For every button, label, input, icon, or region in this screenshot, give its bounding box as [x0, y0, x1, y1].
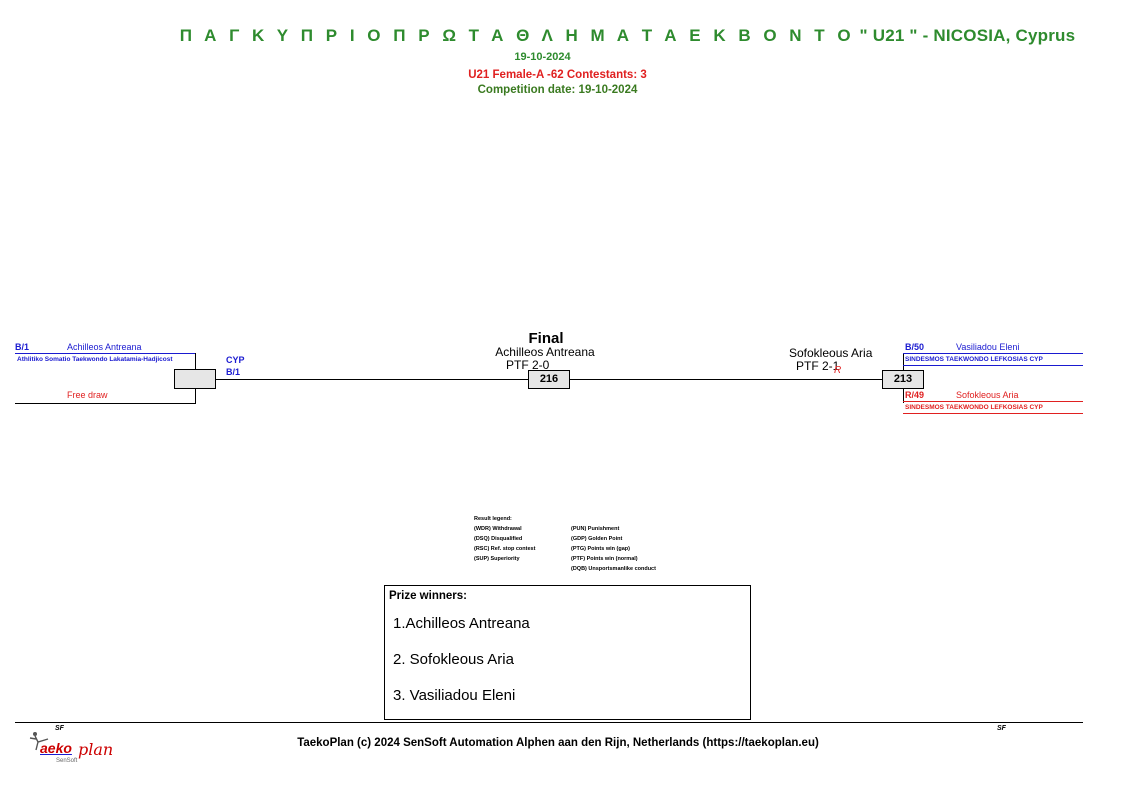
semi-mark: R [834, 365, 842, 376]
legend-item: (WDR) Withdrawal [474, 526, 522, 532]
legend-item: (PUN) Punishment [571, 526, 620, 532]
legend-item: (GDP) Golden Point [571, 536, 623, 542]
free-draw-label: Free draw [67, 390, 108, 400]
left-winner-seed: B/1 [226, 367, 241, 377]
legend-title: Result legend: [474, 516, 512, 522]
right-blue-club: SINDESMOS TAEKWONDO LEFKOSIAS CYP [905, 356, 1043, 363]
left-lower-line [15, 403, 196, 404]
kicker-icon [29, 732, 49, 751]
footer-right-tag: SF [997, 725, 1006, 732]
title-greek: Π Α Γ Κ Υ Π Ρ Ι Ο Π Ρ Ω Τ Α Θ Λ Η Μ Α Τ … [179, 26, 855, 45]
left-name: Achilleos Antreana [67, 342, 142, 352]
prize-second: 2. Sofokleous Aria [393, 651, 514, 668]
right-blue-seed: B/50 [905, 342, 925, 352]
right-blue-underline [903, 365, 1083, 366]
semi-match-box: 213 [882, 370, 924, 389]
legend-item: (RSC) Ref. stop contest [474, 546, 536, 552]
right-red-underline [903, 413, 1083, 414]
footer-text: TaekoPlan (c) 2024 SenSoft Automation Al… [297, 737, 819, 749]
semi-winner: Sofokleous Aria [789, 346, 873, 360]
title-rest: " U21 " - NICOSIA, Cyprus [859, 26, 1076, 45]
right-red-name: Sofokleous Aria [956, 390, 1019, 400]
prize-winners-box: Prize winners: 1.Achilleos Antreana 2. S… [384, 585, 751, 720]
final-score: PTF 2-0 [506, 358, 550, 372]
prize-third: 3. Vasiliadou Eleni [393, 687, 516, 704]
logo-script: plan [78, 740, 114, 759]
right-lower-vline [903, 389, 904, 403]
final-match-box: 216 [528, 370, 570, 389]
right-red-seed: R/49 [905, 390, 925, 400]
right-red-line [903, 401, 1083, 402]
final-winner: Achilleos Antreana [495, 345, 595, 359]
footer-left-tag: SF [55, 725, 64, 732]
logo-main: aeko [40, 740, 72, 756]
right-blue-line [903, 353, 1083, 354]
category-info: U21 Female-A -62 Contestants: 3 [468, 69, 647, 81]
right-upper-vline [903, 353, 904, 370]
competition-date: Competition date: 19-10-2024 [477, 84, 638, 96]
left-seed: B/1 [15, 342, 30, 352]
semi-score: PTF 2-1 [796, 359, 840, 373]
header-date: 19-10-2024 [514, 51, 571, 63]
legend-item: (DSQ) Disqualified [474, 536, 523, 542]
legend-item: (SUP) Superiority [474, 556, 520, 562]
final-title: Final [528, 330, 564, 347]
taekoplan-logo: aeko plan SenSoft [28, 730, 123, 770]
left-blue-line [15, 353, 195, 354]
left-upper-vline [195, 353, 196, 369]
left-lower-vline [195, 389, 196, 403]
legend-item: (PTF) Points win (normal) [571, 556, 638, 562]
right-red-club: SINDESMOS TAEKWONDO LEFKOSIAS CYP [905, 404, 1043, 411]
right-blue-name: Vasiliadou Eleni [956, 342, 1020, 352]
page-title: Π Α Γ Κ Υ Π Ρ Ι Ο Π Ρ Ω Τ Α Θ Λ Η Μ Α Τ … [0, 26, 1122, 46]
prize-heading: Prize winners: [389, 590, 467, 602]
legend-item: (DQB) Unsportsmanlike conduct [571, 566, 656, 572]
left-match-box [174, 369, 216, 389]
footer-divider [15, 722, 1083, 723]
result-legend-right: (PUN) Punishment (GDP) Golden Point (PTG… [571, 524, 656, 574]
legend-item: (PTG) Points win (gap) [571, 546, 630, 552]
left-club: Athlitiko Somatio Taekwondo Lakatamia-Ha… [17, 356, 173, 363]
logo-sub: SenSoft [56, 758, 78, 764]
prize-first: 1.Achilleos Antreana [393, 615, 530, 632]
result-legend-left: Result legend: (WDR) Withdrawal (DSQ) Di… [474, 514, 535, 564]
left-country: CYP [226, 355, 245, 365]
